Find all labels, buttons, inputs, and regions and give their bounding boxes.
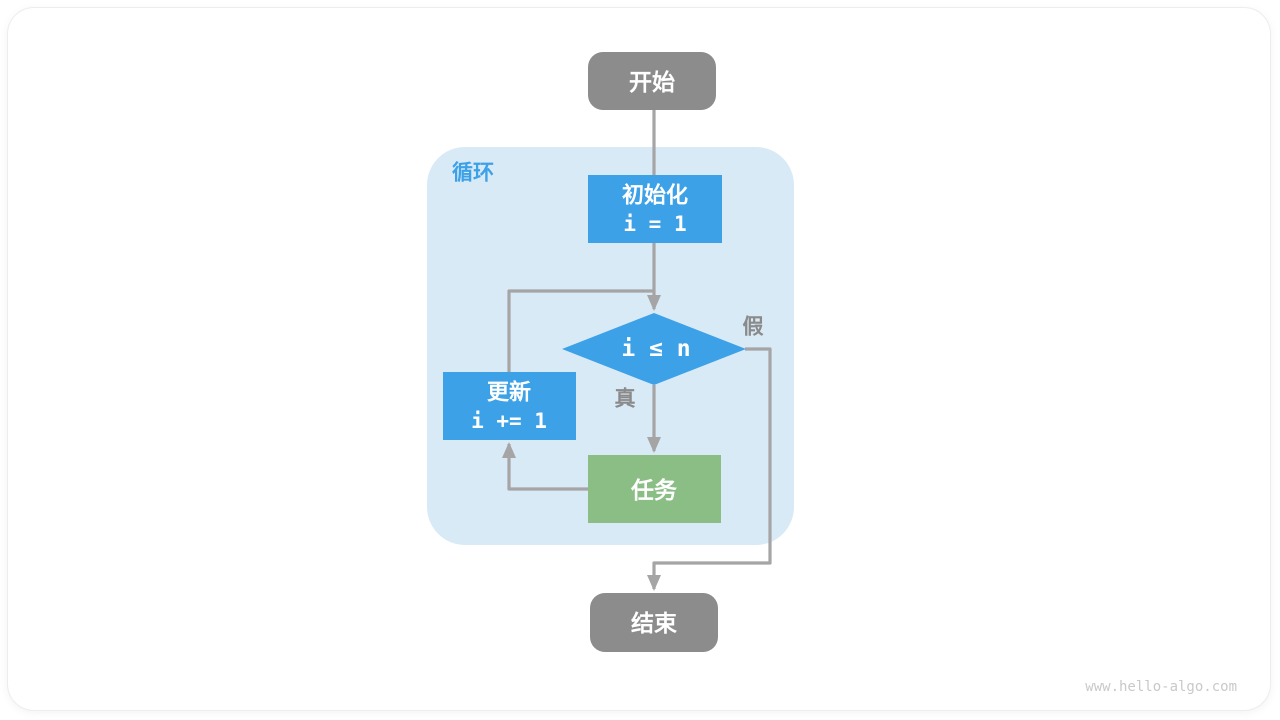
watermark-text: www.hello-algo.com [1085, 679, 1237, 695]
end-node-shape [590, 593, 718, 652]
init-node-title: 初始化 [622, 183, 688, 208]
init-node-code: i = 1 [623, 212, 686, 236]
update-node-shape [443, 372, 576, 440]
init-node-shape [588, 175, 722, 243]
task-node-shape [588, 455, 721, 523]
arrow-condition-to-end [647, 347, 772, 591]
end-node: 结束 [590, 593, 718, 652]
condition-node-label: i ≤ n [621, 336, 690, 362]
update-node-title: 更新 [487, 380, 531, 405]
start-node-label: 开始 [629, 69, 675, 95]
condition-node: i ≤ n [562, 313, 746, 385]
init-node: 初始化 i = 1 [588, 175, 722, 243]
true-branch-label: 真 [615, 387, 636, 411]
start-node: 开始 [588, 52, 716, 110]
task-node: 任务 [588, 455, 721, 523]
line-update-to-merge [507, 289, 654, 373]
task-node-label: 任务 [630, 477, 678, 503]
false-branch-label: 假 [743, 316, 764, 339]
start-node-shape [588, 52, 716, 110]
update-node-code: i += 1 [471, 409, 547, 433]
condition-node-shape [562, 313, 746, 385]
end-node-label: 结束 [631, 610, 678, 636]
loop-container-label: 循环 [452, 161, 494, 185]
update-node: 更新 i += 1 [443, 372, 576, 440]
arrow-task-to-update [502, 442, 589, 491]
